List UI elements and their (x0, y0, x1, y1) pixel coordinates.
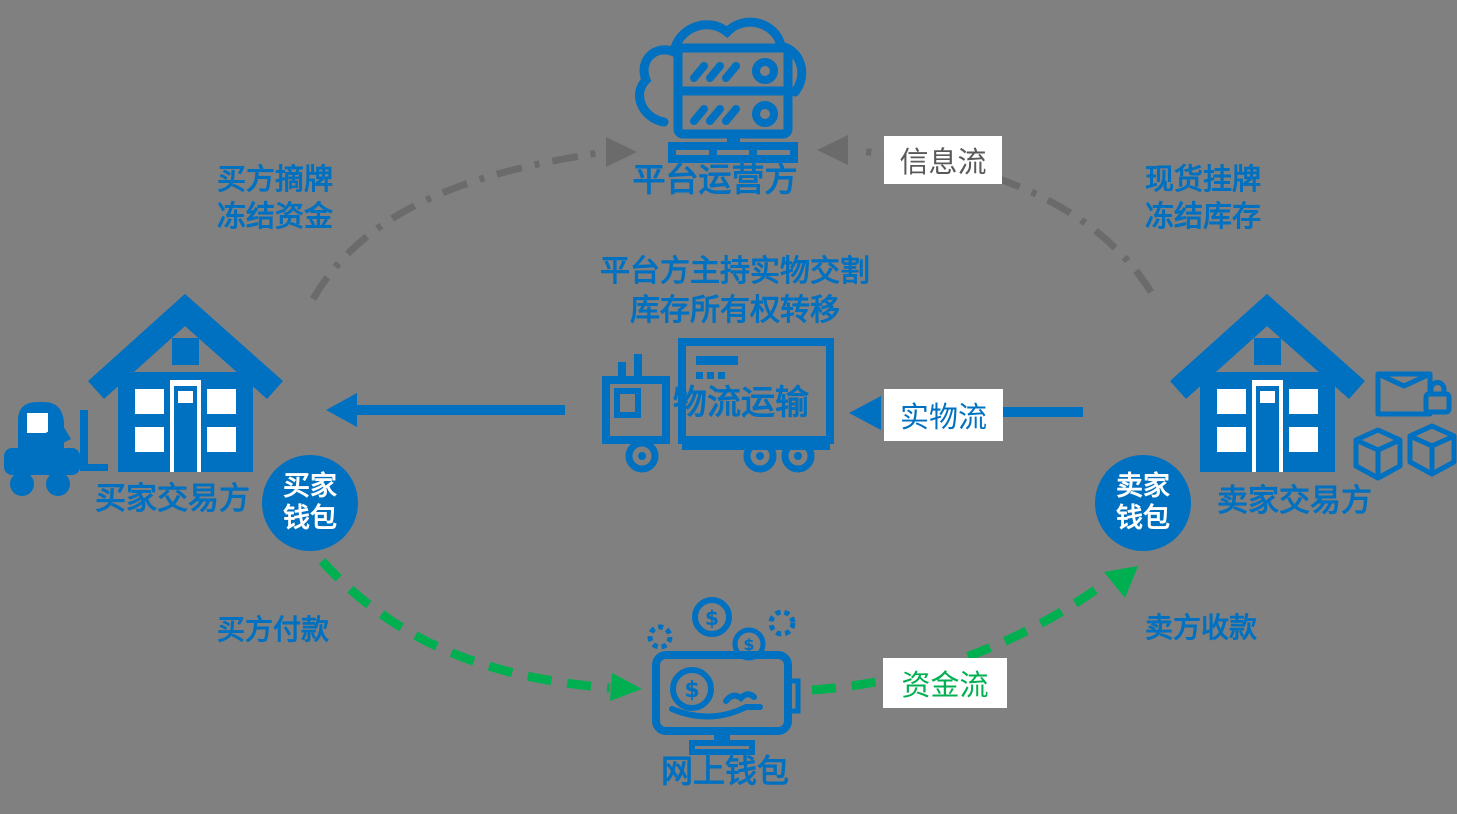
seller-wallet-line1: 卖家 (1116, 470, 1170, 502)
coin-dollar-symbol: $ (705, 606, 719, 630)
capital-flow-arrowhead-seller (1104, 566, 1138, 598)
cloud-server-icon (628, 2, 813, 163)
logistics-label: 物流运输 (673, 383, 809, 423)
annotation-top-left-line2: 冻结资金 (216, 198, 333, 233)
annotation-top-left-line1: 买方摘牌 (216, 162, 333, 196)
capital-flow-label: 资金流 (883, 658, 1007, 708)
capital-flow-curve-buyer-to-wallet (318, 557, 611, 693)
buyer-warehouse-icon (87, 292, 283, 482)
buyer-wallet-line2: 钱包 (283, 503, 337, 534)
online-wallet-label: 网上钱包 (660, 752, 789, 790)
forklift-icon (0, 386, 112, 498)
annotation-bottom-right: 卖方收款 (1144, 611, 1257, 644)
note-line1: 平台方主持实物交割 (600, 254, 870, 289)
physical-flow-label: 实物流 (884, 389, 1003, 441)
annotation-top-left: 买方摘牌 冻结资金 (200, 161, 350, 235)
buyer-label: 买家交易方 (95, 481, 250, 517)
information-flow-curve-buyer-to-platform (309, 148, 607, 301)
coin-dollar-symbol: $ (743, 635, 754, 654)
physical-flow-arrowhead-truck (849, 396, 881, 430)
buyer-wallet-badge: 买家 钱包 (262, 455, 358, 551)
seller-label: 卖家交易方 (1217, 483, 1372, 519)
annotation-top-right-line2: 冻结库存 (1144, 198, 1261, 233)
note-line2: 库存所有权转移 (630, 293, 840, 328)
annotation-bottom-left: 买方付款 (216, 613, 329, 646)
seller-wallet-line2: 钱包 (1116, 503, 1170, 534)
inventory-boxes-lock-icon (1352, 366, 1457, 486)
seller-wallet-badge: 卖家 钱包 (1095, 455, 1191, 551)
platform-label: 平台运营方 (632, 160, 798, 199)
buyer-wallet-line1: 买家 (283, 470, 337, 502)
coin-dollar-symbol: $ (684, 678, 699, 703)
annotation-top-right-line1: 现货挂牌 (1144, 162, 1261, 196)
information-flow-label: 信息流 (884, 136, 1002, 184)
annotation-top-right: 现货挂牌 冻结库存 (1128, 161, 1278, 235)
capital-flow-arrowhead-wallet (610, 673, 642, 701)
physical-flow-arrowhead-buyer (326, 393, 357, 427)
platform-delivery-note: 平台方主持实物交割 库存所有权转移 (565, 252, 905, 330)
online-wallet-icon: $ $ $ (640, 593, 810, 758)
truck-icon (592, 336, 837, 473)
seller-warehouse-icon (1169, 292, 1365, 482)
information-flow-arrowhead-right (817, 135, 848, 165)
